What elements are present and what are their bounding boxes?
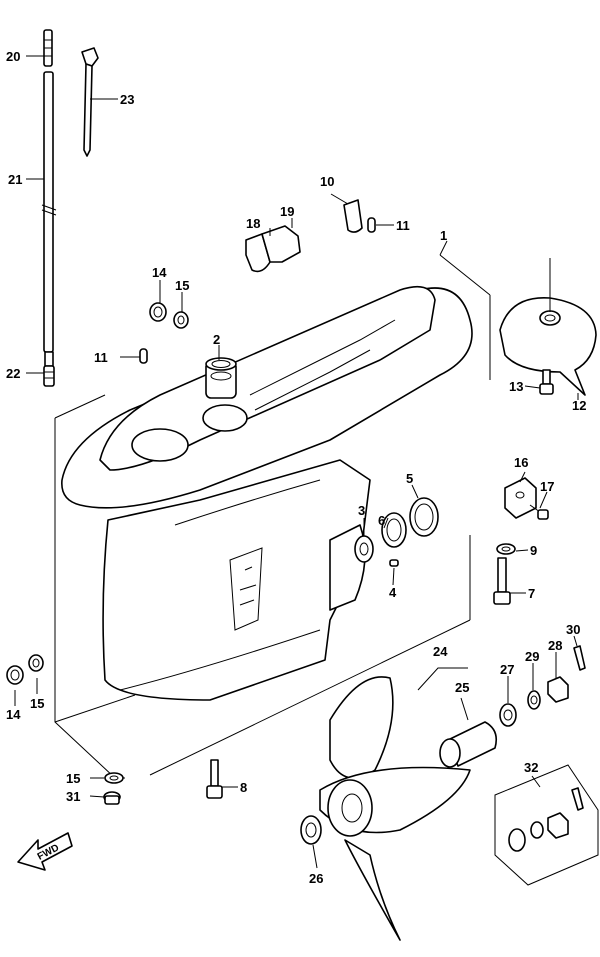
callout-13: 13 xyxy=(509,379,523,394)
trim-tab-anode xyxy=(499,258,597,396)
callout-9: 9 xyxy=(530,543,537,558)
fwd-label: FWD xyxy=(36,842,61,862)
callout-11-left: 11 xyxy=(94,350,108,365)
cable-tie xyxy=(81,47,99,157)
callout-28: 28 xyxy=(548,638,562,653)
callout-25: 25 xyxy=(455,680,469,695)
washer-9 xyxy=(496,543,516,555)
plug-31 xyxy=(103,791,121,805)
leader-lines xyxy=(14,55,579,869)
callout-15-top: 15 xyxy=(175,278,189,293)
clip-10 xyxy=(343,199,363,233)
callout-11-top: 11 xyxy=(396,218,410,233)
callout-1: 1 xyxy=(440,228,447,243)
callout-12: 12 xyxy=(572,398,586,413)
callout-24: 24 xyxy=(433,644,448,659)
callout-2: 2 xyxy=(213,332,220,347)
callout-27: 27 xyxy=(500,662,514,677)
callout-15-bottom: 15 xyxy=(66,771,80,786)
callout-20: 20 xyxy=(6,49,20,64)
gasket-15-upper xyxy=(173,311,189,329)
callout-7: 7 xyxy=(528,586,535,601)
hardware-kit-32 xyxy=(494,764,599,886)
fwd-arrow-icon: FWD xyxy=(17,832,73,871)
prop-nut-28 xyxy=(547,676,569,703)
pin-11 xyxy=(139,217,376,364)
spacer-27 xyxy=(499,703,517,727)
callout-17: 17 xyxy=(540,479,554,494)
thrust-washer-26 xyxy=(300,815,322,845)
cotter-pin-30 xyxy=(573,645,586,671)
callout-32: 32 xyxy=(524,760,538,775)
gasket-15-bottom xyxy=(104,772,124,784)
callout-29: 29 xyxy=(525,649,539,664)
bolt-7 xyxy=(493,557,511,605)
bolt-17 xyxy=(529,504,549,520)
bearing-set xyxy=(354,497,439,567)
callout-6: 6 xyxy=(378,513,385,528)
callout-21: 21 xyxy=(8,172,22,187)
bracket-19 xyxy=(261,225,301,263)
callout-31: 31 xyxy=(66,789,80,804)
washer-29 xyxy=(527,690,541,710)
shift-rod-assembly xyxy=(41,29,57,387)
plug-14-upper xyxy=(149,302,167,322)
callout-14-bottom: 14 xyxy=(6,707,21,722)
prop-bushing-25 xyxy=(439,721,498,768)
callout-18: 18 xyxy=(246,216,260,231)
gasket-15-lower xyxy=(28,654,44,672)
callout-3: 3 xyxy=(358,503,365,518)
plug-14-lower xyxy=(6,665,24,685)
callout-22: 22 xyxy=(6,366,20,381)
callout-26: 26 xyxy=(309,871,323,886)
callout-15-left: 15 xyxy=(30,696,44,711)
gear-case-housing xyxy=(61,285,473,701)
bolt-8 xyxy=(206,759,223,799)
anode-block xyxy=(504,477,537,519)
callout-labels: 20 23 21 10 11 18 19 1 14 15 11 2 22 13 … xyxy=(6,49,586,886)
callout-8: 8 xyxy=(240,780,247,795)
callout-14-top: 14 xyxy=(152,265,167,280)
bolt-13 xyxy=(539,369,554,395)
propeller xyxy=(319,676,471,941)
callout-16: 16 xyxy=(514,455,528,470)
callout-4: 4 xyxy=(389,585,397,600)
callout-19: 19 xyxy=(280,204,294,219)
callout-30: 30 xyxy=(566,622,580,637)
callout-5: 5 xyxy=(406,471,413,486)
water-pump-collar xyxy=(210,371,232,381)
callout-23: 23 xyxy=(120,92,134,107)
callout-10: 10 xyxy=(320,174,334,189)
